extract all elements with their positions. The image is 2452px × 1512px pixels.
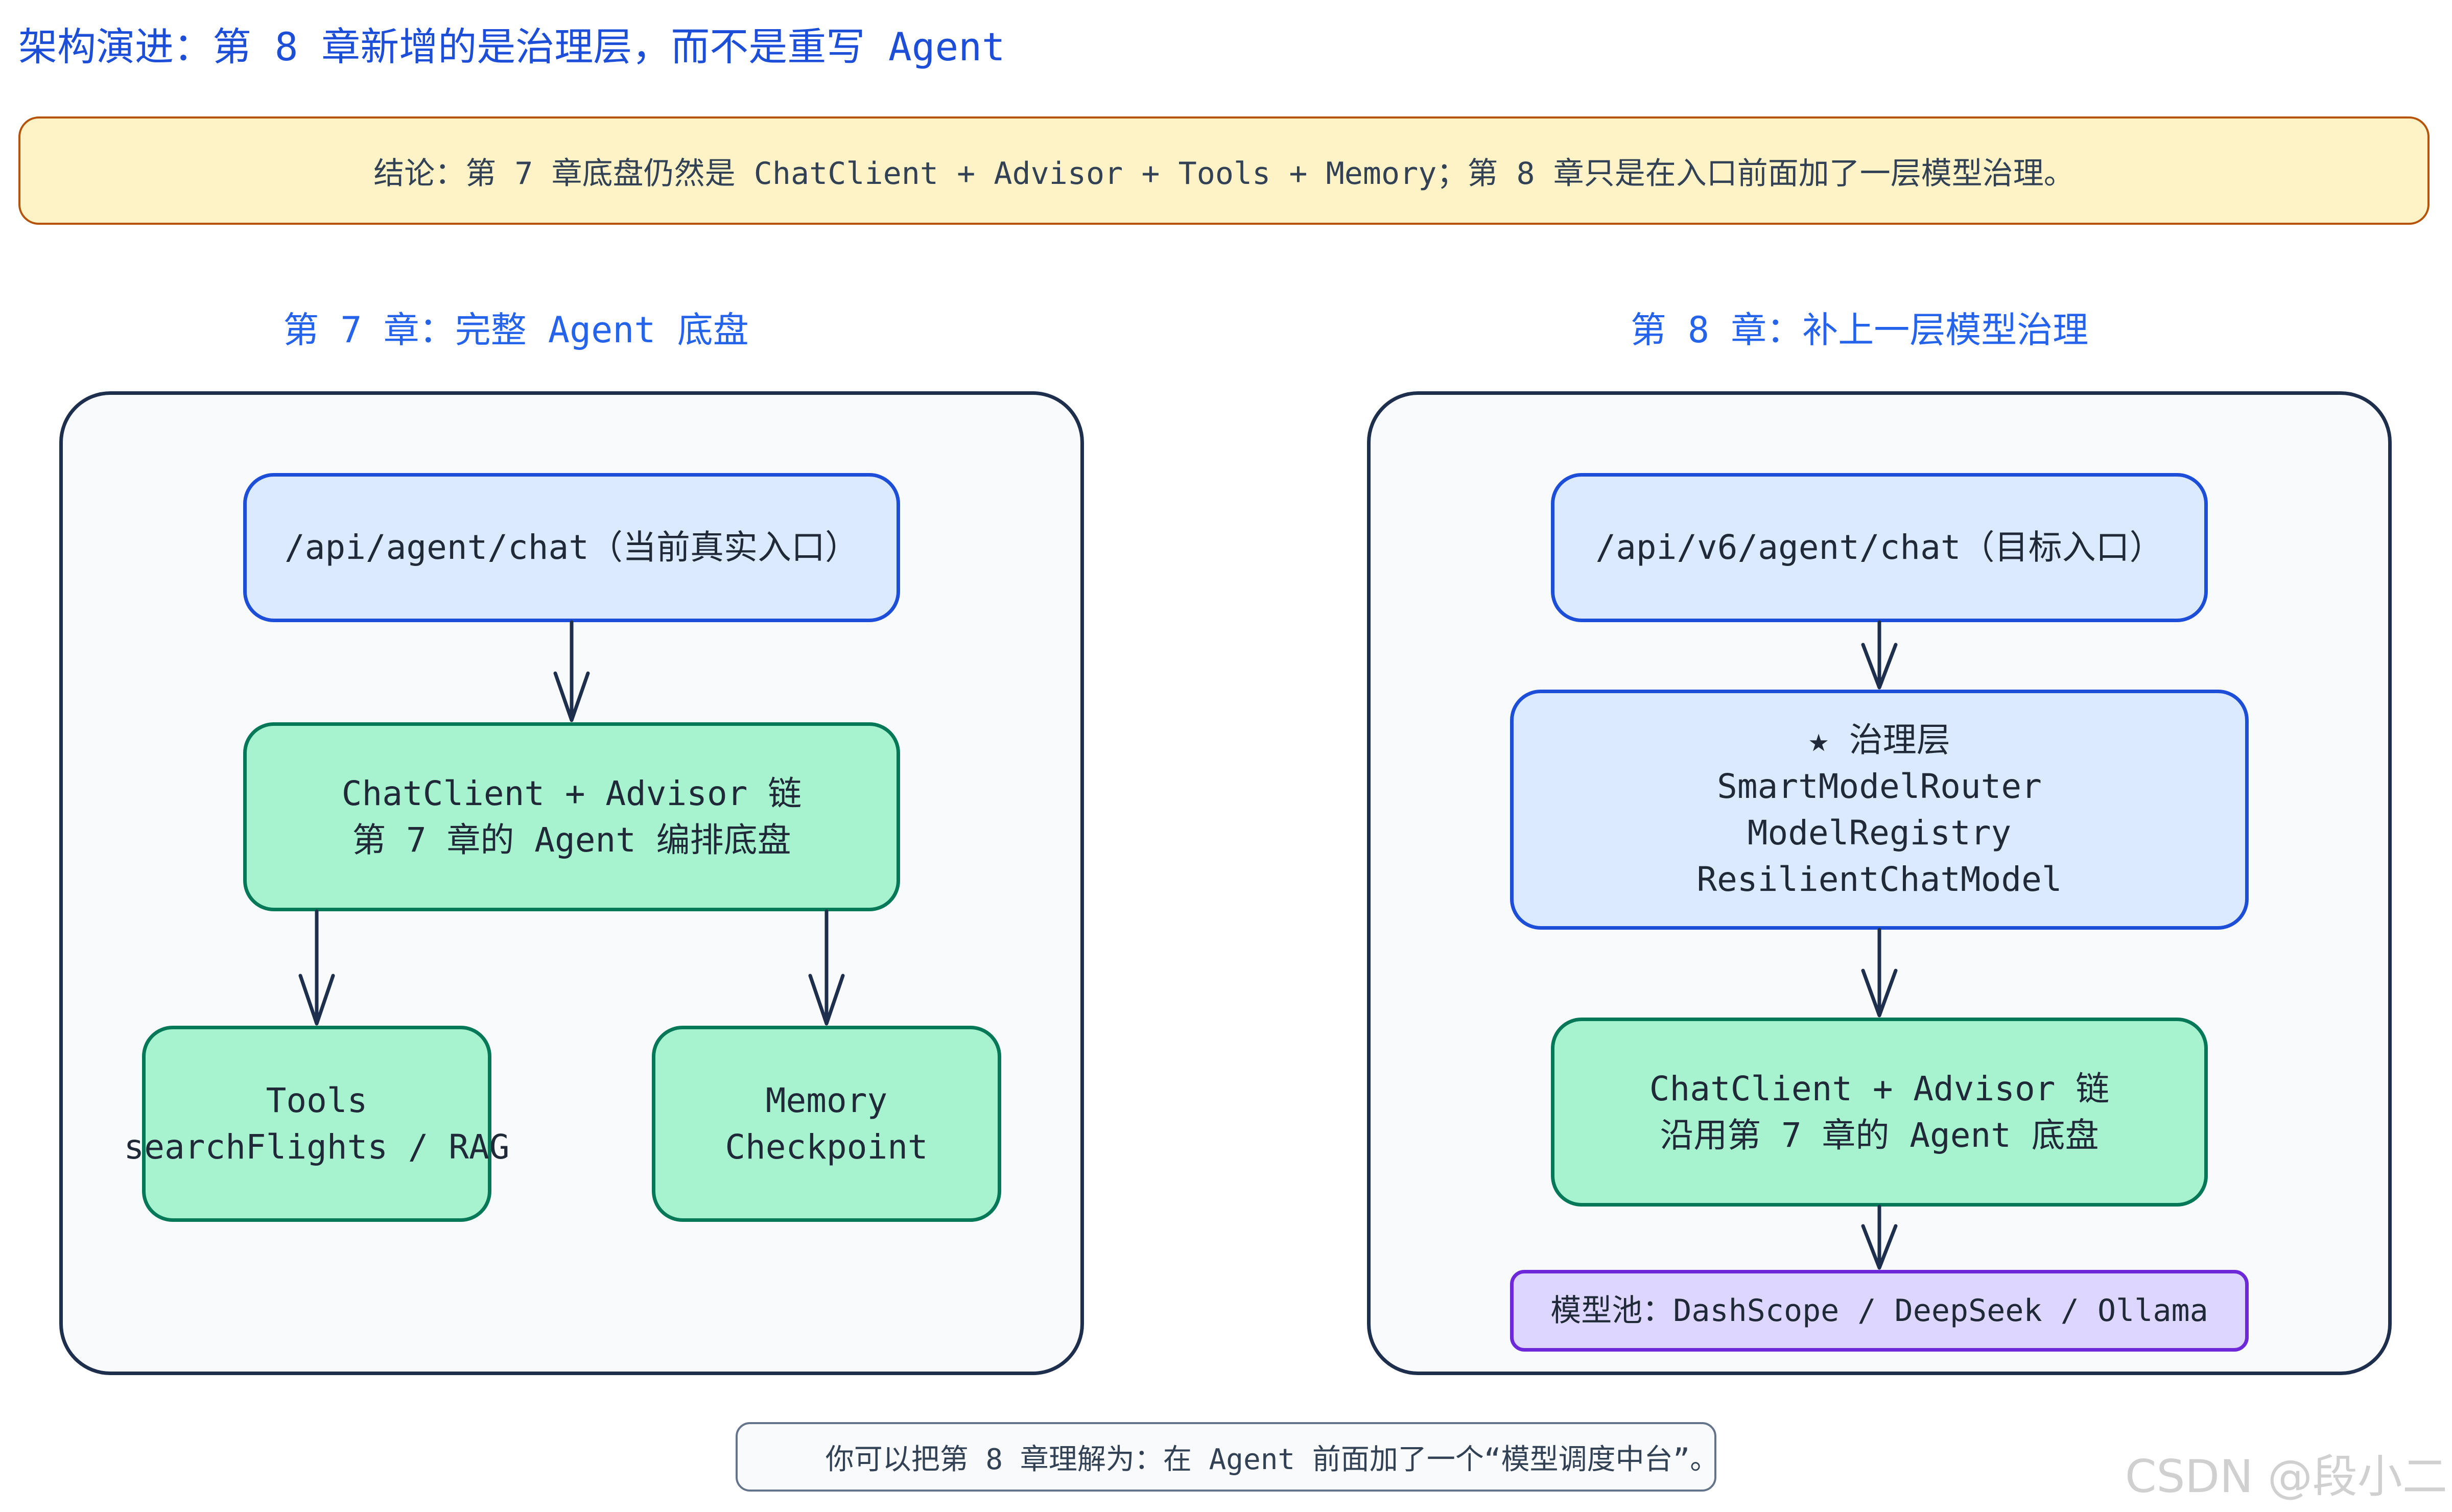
watermark: CSDN @段小二 <box>2125 1450 2447 1503</box>
page-title: 架构演进：第 8 章新增的是治理层，而不是重写 Agent <box>18 24 1005 69</box>
memory-line2: Checkpoint <box>725 1127 928 1167</box>
model-registry-label: ModelRegistry <box>1747 813 2012 853</box>
arrowhead-chain-to-pool <box>1861 1224 1898 1270</box>
tools-line1: Tools <box>266 1080 368 1120</box>
footer-note: 你可以把第 8 章理解为：在 Agent 前面加了一个“模型调度中台”。 <box>736 1422 1808 1492</box>
arrowhead-left-entry-to-chain <box>553 671 590 722</box>
arrowhead-chain-to-memory <box>808 974 845 1026</box>
right-chain-line2: 沿用第 7 章的 Agent 底盘 <box>1660 1116 2099 1155</box>
left-column-heading: 第 7 章：完整 Agent 底盘 <box>283 309 749 351</box>
left-chain-node: ChatClient + Advisor 链 第 7 章的 Agent 编排底盘 <box>243 722 900 911</box>
arrowhead-governance-to-chain <box>1861 968 1898 1018</box>
right-entry-node: /api/v6/agent/chat（目标入口） <box>1551 473 2208 622</box>
smart-model-router-label: SmartModelRouter <box>1717 766 2042 806</box>
right-entry-label: /api/v6/agent/chat（目标入口） <box>1595 528 2163 568</box>
model-pool-node: 模型池：DashScope / DeepSeek / Ollama <box>1510 1270 2249 1352</box>
left-chain-line1: ChatClient + Advisor 链 <box>341 773 802 813</box>
right-chain-line1: ChatClient + Advisor 链 <box>1649 1069 2110 1108</box>
left-chain-line2: 第 7 章的 Agent 编排底盘 <box>352 820 791 860</box>
tools-node: Tools searchFlights / RAG <box>124 1026 510 1222</box>
conclusion-text: 结论：第 7 章底盘仍然是 ChatClient + Advisor + Too… <box>373 155 2074 192</box>
conclusion-note: 结论：第 7 章底盘仍然是 ChatClient + Advisor + Too… <box>18 116 2430 225</box>
tools-line2: searchFlights / RAG <box>124 1127 510 1167</box>
resilient-chat-model-label: ResilientChatModel <box>1696 860 2062 900</box>
governance-title: ★ 治理层 <box>1808 720 1950 760</box>
right-chain-node: ChatClient + Advisor 链 沿用第 7 章的 Agent 底盘 <box>1551 1018 2208 1207</box>
right-column-heading: 第 8 章：补上一层模型治理 <box>1630 309 2089 351</box>
footer-note-text: 你可以把第 8 章理解为：在 Agent 前面加了一个“模型调度中台”。 <box>825 1443 1719 1476</box>
left-entry-label: /api/agent/chat（当前真实入口） <box>284 528 859 568</box>
model-pool-label: 模型池：DashScope / DeepSeek / Ollama <box>1550 1292 2208 1329</box>
arrowhead-chain-to-tools <box>298 974 335 1026</box>
footer-note-box <box>736 1422 1716 1492</box>
arrowhead-entry-to-governance <box>1861 643 1898 690</box>
memory-node: Memory Checkpoint <box>652 1026 1001 1222</box>
memory-line1: Memory <box>765 1080 888 1120</box>
